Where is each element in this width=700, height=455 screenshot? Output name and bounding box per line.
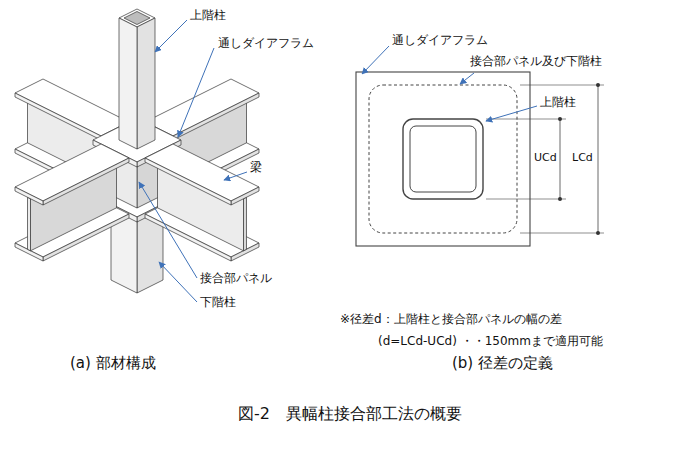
panel-outline [369, 85, 517, 233]
upper-column-outer [403, 119, 483, 199]
note-text: ※径差d：上階柱と接合部パネルの幅の差 [340, 312, 562, 327]
upper-column [119, 18, 137, 149]
extension-line [520, 233, 604, 234]
leader-arrow [224, 172, 247, 180]
dimension-dot [596, 231, 600, 235]
note-text: (d=LCd-UCd) ・・150mmまで適用可能 [378, 334, 603, 349]
beam-flange [145, 144, 259, 201]
column-opening [124, 12, 150, 25]
diaphragm-outline [356, 72, 530, 246]
beam-flange [15, 144, 129, 201]
upper-column-inner [410, 126, 476, 192]
leader-arrow [178, 48, 214, 137]
dimension-dot [558, 117, 562, 121]
dimension-label: UCd [534, 151, 557, 165]
leader-arrow [155, 20, 187, 52]
beam-flange [145, 79, 259, 136]
upper-column [137, 18, 155, 149]
sub-caption: (b) 径差の定義 [452, 354, 553, 373]
beam-flange [15, 79, 129, 136]
dimension-label: LCd [572, 151, 593, 165]
dimension-line [560, 119, 561, 199]
sub-caption: (a) 部材構成 [70, 354, 156, 373]
part-label: 上階柱 [540, 95, 576, 110]
beam-web [28, 197, 31, 251]
beam-flange [145, 158, 231, 205]
leader-arrow [362, 46, 389, 74]
part-label: 上階柱 [190, 8, 226, 23]
leader-arrow [139, 182, 197, 278]
dimension-line [598, 85, 599, 233]
leader-arrow [460, 73, 474, 84]
joint-isometric [15, 9, 259, 293]
plan-view [356, 72, 604, 246]
dimension-dot [558, 197, 562, 201]
part-label: 通しダイアフラム [218, 36, 314, 51]
extension-line [520, 85, 604, 86]
part-label: 梁 [250, 160, 262, 175]
beam-flange [15, 187, 43, 205]
figure-caption: 図-2 異幅柱接合部工法の概要 [238, 404, 462, 424]
part-label: 通しダイアフラム [392, 33, 488, 48]
leader-arrow [159, 262, 197, 302]
beam-flange [43, 158, 129, 205]
part-label: 接合部パネル及び下階柱 [470, 54, 602, 69]
beam-flange [231, 187, 259, 205]
beam-web [244, 197, 247, 251]
extension-line [486, 199, 566, 200]
beam-flange [15, 93, 101, 140]
part-label: 下階柱 [200, 295, 236, 310]
dimension-dot [596, 83, 600, 87]
leader-arrow [486, 106, 537, 121]
part-label: 接合部パネル [200, 271, 272, 286]
extension-line [486, 119, 566, 120]
